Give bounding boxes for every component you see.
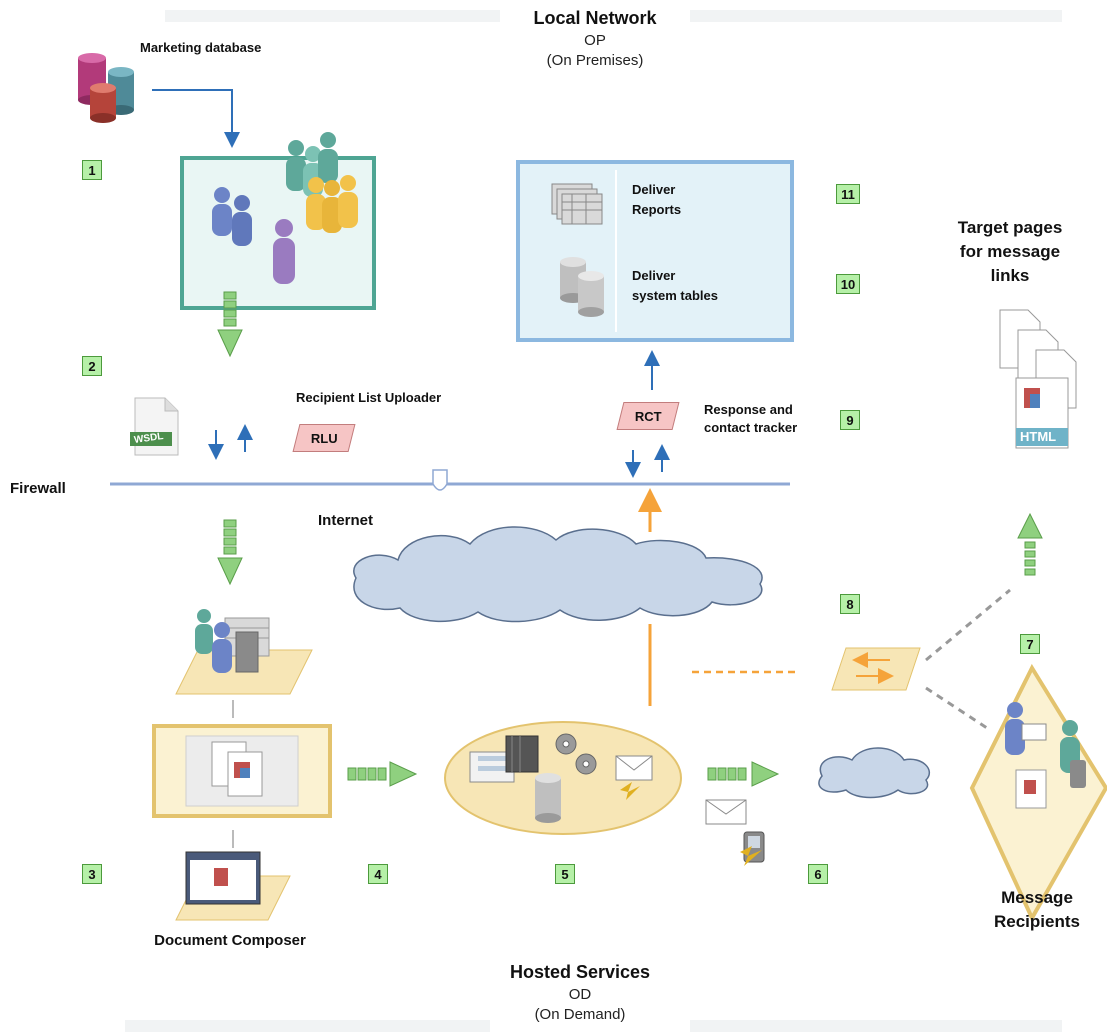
rlu-label: RLU <box>310 430 338 446</box>
recipients-people-icon <box>1005 702 1086 809</box>
marketing-database-label: Marketing database <box>140 40 262 55</box>
hosted-envelope-lightning-icon <box>615 755 653 800</box>
system-tables-cylinders-icon <box>560 257 604 317</box>
step-7-badge: 7 <box>1020 634 1040 654</box>
target-pages-label-3: links <box>990 266 1030 285</box>
step-4-badge: 4 <box>368 864 388 884</box>
firewall-down-green-arrow <box>217 519 243 586</box>
message-recipients-label-2: Recipients <box>994 912 1080 931</box>
composer-to-hosted-green-arrow <box>347 761 418 787</box>
deliver-reports-label-1: Deliver <box>632 182 676 197</box>
hosted-database-icon <box>535 773 561 823</box>
link-to-target-pages-line <box>925 588 1011 662</box>
target-pages-documents-icon <box>999 309 1077 449</box>
composer-documents-icon <box>211 741 263 797</box>
recipient-list-uploader-label: Recipient List Uploader <box>296 390 442 405</box>
header-band-left <box>165 10 500 22</box>
hosted-services-od: OD <box>568 986 592 1003</box>
hosted-servers-icon <box>469 735 539 783</box>
hosted-services-title: Hosted Services <box>509 962 651 982</box>
step-1-badge: 1 <box>82 160 102 180</box>
marketing-database-icon <box>78 53 134 123</box>
delivery-cloud-icon <box>818 747 931 799</box>
target-pages-label-1: Target pages <box>957 218 1063 237</box>
internet-cloud-icon <box>353 526 763 623</box>
firewall-shield-icon <box>432 469 448 491</box>
people-icon-group <box>212 132 358 284</box>
internet-label: Internet <box>318 512 374 529</box>
upload-station-people-icon <box>195 609 270 673</box>
deliver-reports-label-2: Reports <box>632 202 682 217</box>
local-network-op: OP <box>584 32 606 49</box>
target-pages-up-green-arrow <box>1017 512 1043 576</box>
composer-screen-icon <box>185 851 261 905</box>
deliver-tables-label-1: Deliver <box>632 268 676 283</box>
step-5-badge: 5 <box>555 864 575 884</box>
reports-table-icon <box>551 183 603 225</box>
hosted-to-cloud-green-arrow <box>707 761 780 787</box>
step-10-badge: 10 <box>836 274 860 294</box>
document-composer-label: Document Composer <box>154 932 306 949</box>
panel-down-green-arrow <box>217 291 243 358</box>
firewall-label: Firewall <box>10 480 66 497</box>
message-recipients-label-1: Message <box>1001 888 1073 907</box>
gears-icon <box>555 733 597 775</box>
tracking-link-plate <box>831 647 921 691</box>
footer-band-right <box>690 1020 1062 1032</box>
mobile-phone-icon <box>740 831 765 866</box>
response-tracker-label-1: Response and <box>704 402 793 417</box>
step-3-badge: 3 <box>82 864 102 884</box>
step-6-badge: 6 <box>808 864 828 884</box>
footer-band-left <box>125 1020 490 1032</box>
step-8-badge: 8 <box>840 594 860 614</box>
step-9-badge: 9 <box>840 410 860 430</box>
html-label: HTML <box>1020 429 1057 444</box>
hosted-services-on-demand: (On Demand) <box>534 1006 626 1023</box>
wsdl-document-icon <box>130 397 179 456</box>
link-to-recipients-line <box>925 686 991 732</box>
header-band-right <box>690 10 1062 22</box>
target-pages-label-2: for message <box>959 242 1061 261</box>
rct-label: RCT <box>634 408 662 424</box>
local-network-title: Local Network <box>533 8 657 28</box>
db-to-panel-arrow <box>152 89 240 148</box>
hosted-services-ellipse <box>444 721 682 835</box>
deliver-tables-label-2: system tables <box>632 288 718 303</box>
local-network-on-premises: (On Premises) <box>546 52 644 69</box>
response-tracker-label-2: contact tracker <box>704 420 798 435</box>
step-11-badge: 11 <box>836 184 860 204</box>
rlu-component[interactable]: RLU <box>292 424 356 452</box>
email-envelope-icon <box>705 799 747 825</box>
step-2-badge: 2 <box>82 356 102 376</box>
rct-component[interactable]: RCT <box>616 402 680 430</box>
